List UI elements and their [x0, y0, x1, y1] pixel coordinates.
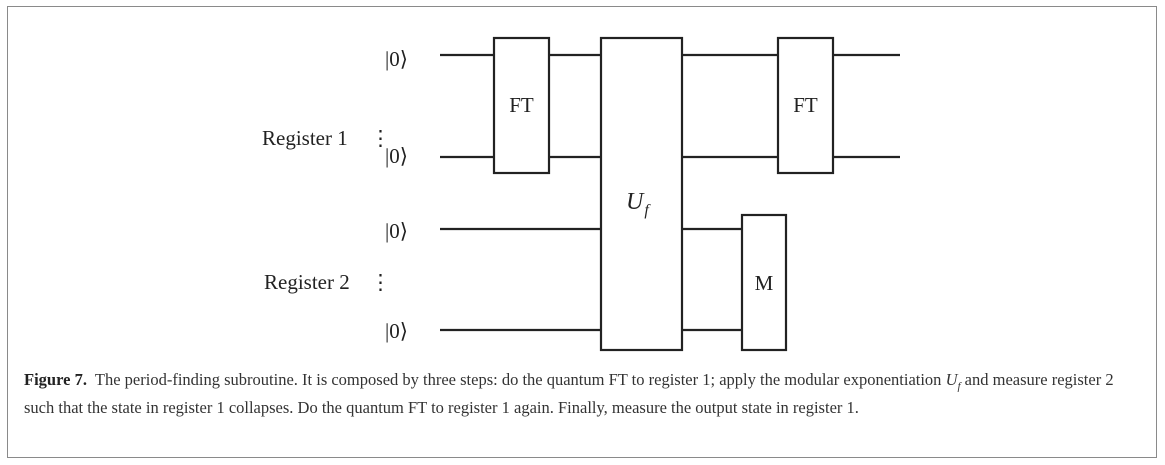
ket-zero-r1-top: |0⟩ — [385, 47, 408, 71]
figure-frame — [7, 6, 1157, 458]
register-2-label: Register 2 — [264, 270, 350, 294]
quantum-circuit-diagram: Register 1 Register 2 |0⟩ |0⟩ |0⟩ |0⟩ ⋮ … — [262, 36, 900, 352]
ft-gate-1-label: FT — [509, 93, 534, 117]
register-1-label: Register 1 — [262, 126, 348, 150]
caption-text-part-2: and measure register 2 such that the sta… — [24, 370, 1114, 418]
measurement-gate — [740, 213, 788, 352]
figure-label: Figure 7. — [24, 370, 87, 389]
vdots-register-2: ⋮ — [370, 270, 391, 294]
uf-gate — [599, 36, 684, 352]
caption-text-part-1: The period-finding subroutine. It is com… — [94, 370, 942, 389]
measurement-gate-label: M — [755, 271, 774, 295]
ft-gate-2 — [776, 36, 835, 175]
caption-uf-symbol: Uf — [945, 370, 961, 393]
ket-zero-r2-bottom: |0⟩ — [385, 319, 408, 343]
ft-gate-1 — [492, 36, 551, 175]
vdots-register-1: ⋮ — [370, 126, 391, 150]
figure-caption: Figure 7. The period-finding subroutine.… — [24, 369, 1134, 418]
ket-zero-r1-bottom: |0⟩ — [385, 144, 408, 168]
ft-gate-2-label: FT — [793, 93, 818, 117]
ket-zero-r2-top: |0⟩ — [385, 219, 408, 243]
uf-gate-label: Uf — [626, 189, 651, 219]
